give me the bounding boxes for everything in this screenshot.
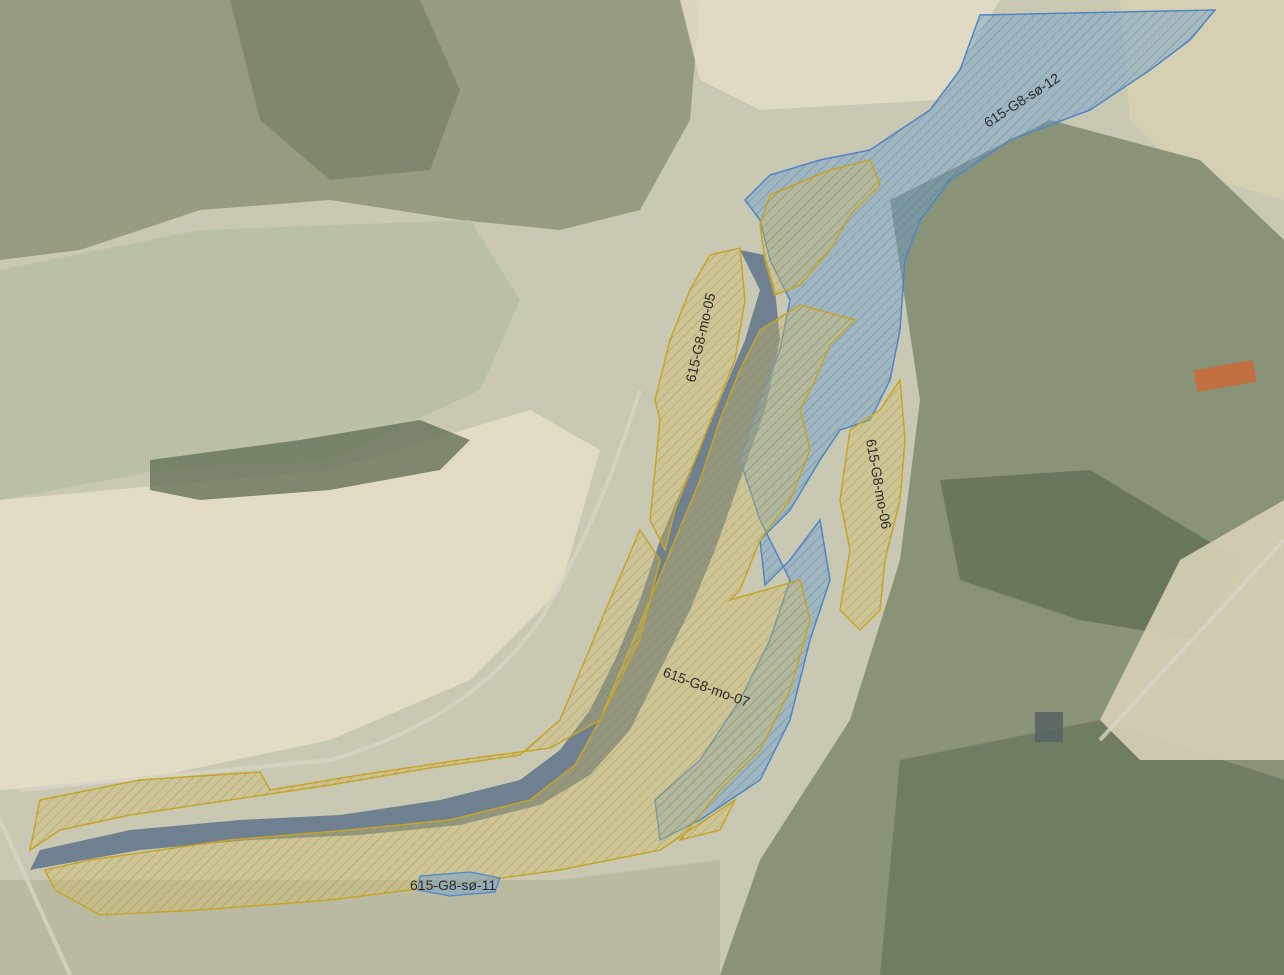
- zone-upper-moor-hatch: [760, 160, 880, 295]
- zone-615-G8-mo-07-hatch: [45, 305, 855, 915]
- zone-north-bank-moor-hatch: [30, 530, 660, 850]
- label-615-G8-sø-11: 615-G8-sø-11: [410, 877, 496, 893]
- zone-615-G8-mo-06-hatch: [840, 380, 905, 630]
- zone-615-G8-mo-05-hatch: [650, 248, 745, 550]
- zone-615-G8-sø-11[interactable]: [417, 871, 501, 897]
